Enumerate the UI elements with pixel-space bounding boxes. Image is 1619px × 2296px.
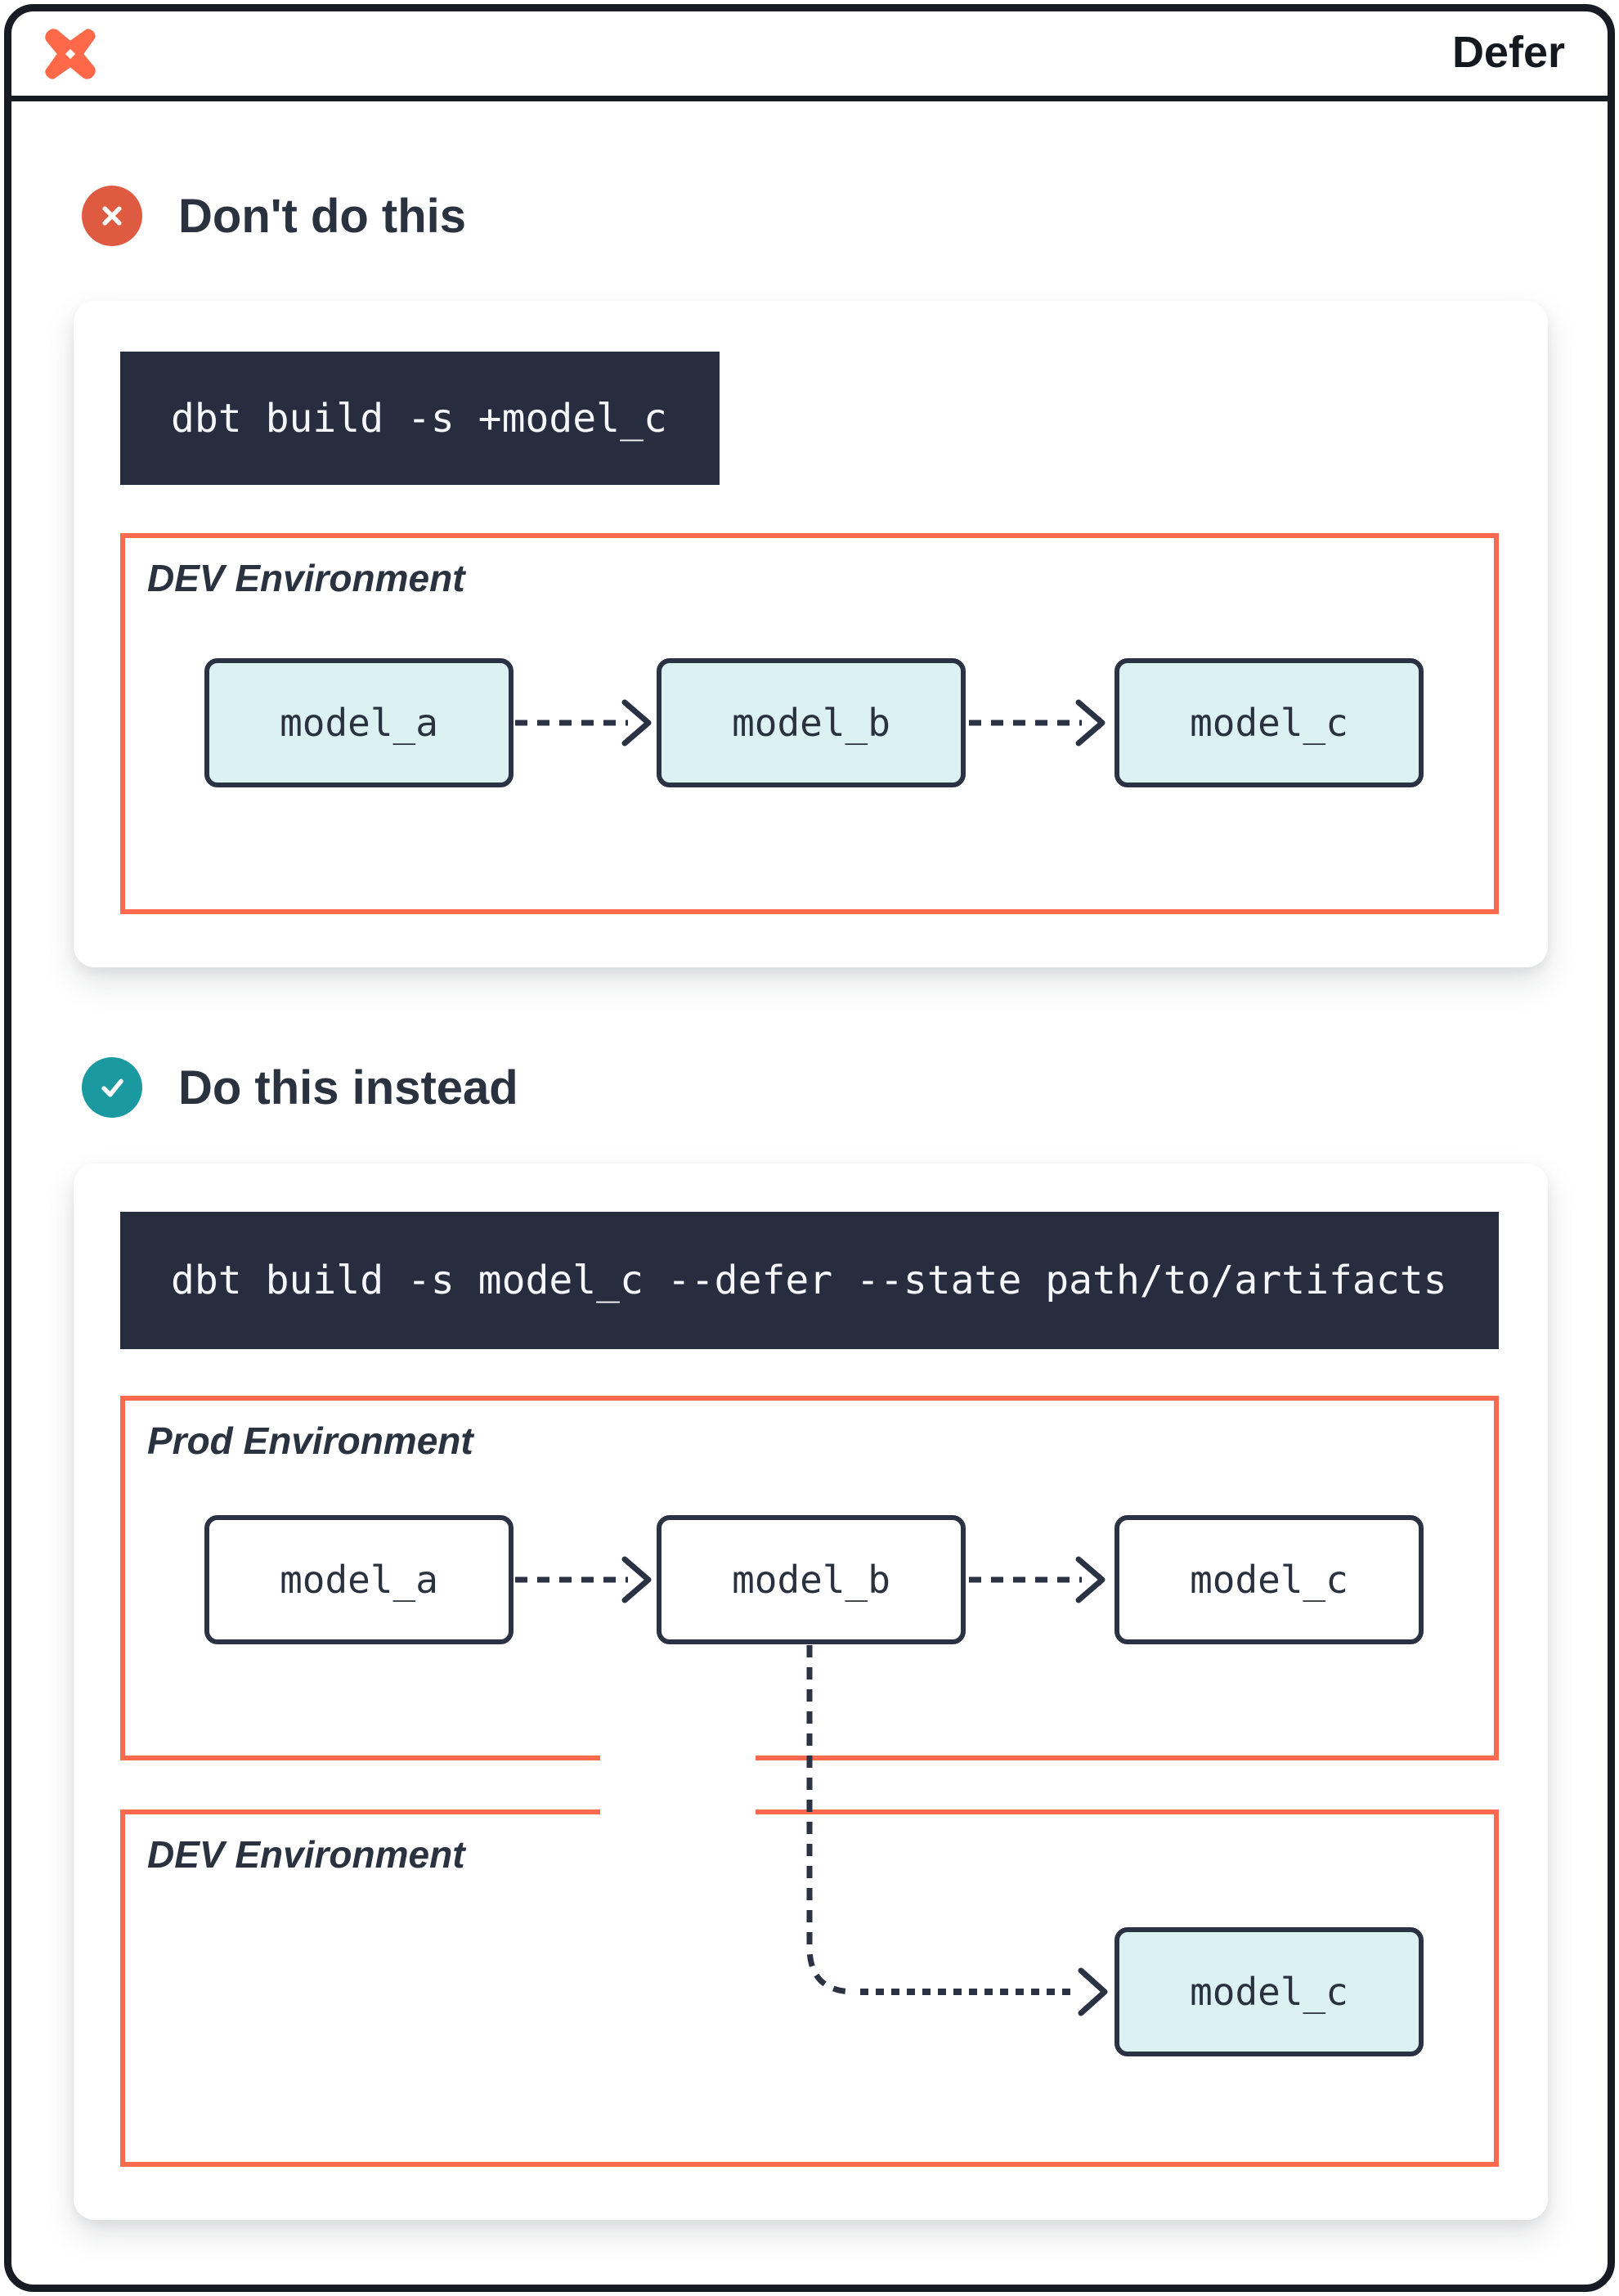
dashed-arrow-icon bbox=[969, 699, 1105, 747]
model-node: model_a bbox=[204, 1515, 514, 1644]
check-circle-icon bbox=[82, 1057, 142, 1118]
do-heading: Do this instead bbox=[178, 1061, 518, 1114]
environment-label: Prod Environment bbox=[147, 1419, 473, 1462]
dbt-logo-icon bbox=[45, 29, 96, 79]
border-gap bbox=[600, 1755, 756, 1761]
environment-label: DEV Environment bbox=[147, 1833, 465, 1876]
dashed-arrow-icon bbox=[515, 699, 652, 747]
command-snippet: dbt build -s model_c --defer --state pat… bbox=[120, 1212, 1499, 1349]
model-node: model_a bbox=[204, 658, 514, 787]
environment-label: DEV Environment bbox=[147, 557, 465, 599]
header-divider bbox=[8, 96, 1611, 101]
prod-environment-box: Prod Environment model_a model_b model_c bbox=[120, 1396, 1499, 1761]
model-node: model_c bbox=[1114, 1515, 1424, 1644]
page-title: Defer bbox=[1451, 28, 1565, 77]
command-snippet: dbt build -s +model_c bbox=[120, 352, 720, 485]
x-circle-icon bbox=[82, 186, 142, 246]
border-gap bbox=[600, 1809, 756, 1815]
do-card: dbt build -s model_c --defer --state pat… bbox=[74, 1164, 1548, 2220]
dashed-arrow-icon bbox=[515, 1556, 652, 1603]
model-node: model_c bbox=[1114, 658, 1424, 787]
dashed-arrow-icon bbox=[969, 1556, 1105, 1603]
dev-environment-box: DEV Environment model_a model_b model_c bbox=[120, 533, 1499, 914]
model-node: model_b bbox=[657, 658, 966, 787]
model-node: model_c bbox=[1114, 1927, 1424, 2056]
model-node: model_b bbox=[657, 1515, 966, 1644]
dev-environment-box: DEV Environment model_c bbox=[120, 1809, 1499, 2167]
dont-card: dbt build -s +model_c DEV Environment mo… bbox=[74, 301, 1548, 967]
dont-heading: Don't do this bbox=[178, 190, 467, 243]
